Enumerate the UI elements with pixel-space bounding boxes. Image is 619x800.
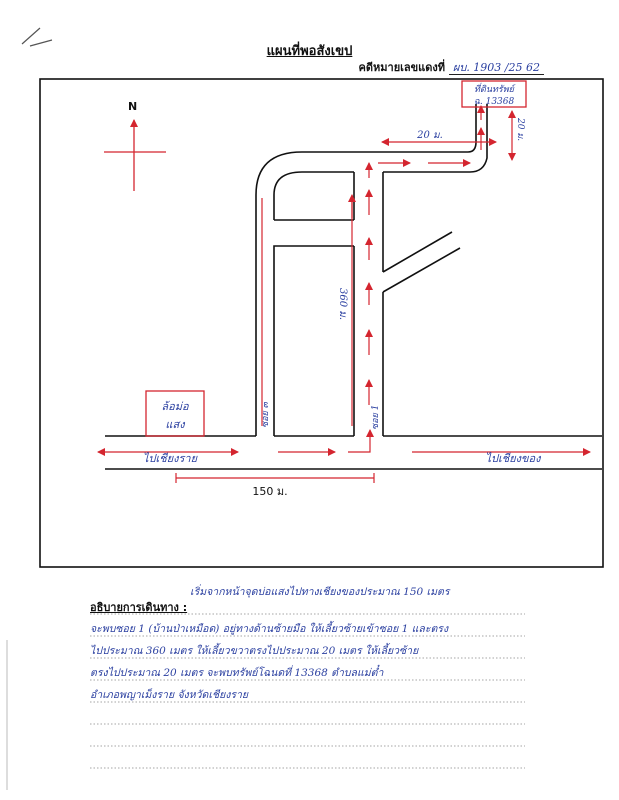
case-label: คดีหมายเลขแดงที่ <box>358 61 446 74</box>
distance-20v-label: 20 ม. <box>515 117 525 141</box>
description-line-1: เริ่มจากหน้าจุดบ่อแสงไปทางเชียงของประมาณ… <box>190 586 450 598</box>
case-number-line: คดีหมายเลขแดงที่ ผบ. 1903 /25 62 <box>359 58 544 76</box>
north-arrow <box>104 119 166 191</box>
description-label: อธิบายการเดินทาง : <box>90 601 188 614</box>
target-parcel-box <box>461 80 527 108</box>
road-right-label: ไปเชียงของ <box>485 452 542 465</box>
distance-360-label: 360 ม. <box>337 288 348 320</box>
map-frame <box>39 78 604 568</box>
description-line-5: อำเภอพญาเม็งราย จังหวัดเชียงราย <box>90 689 249 701</box>
description-rules <box>90 613 525 769</box>
target-parcel-line2: ฉ. 13368 <box>474 97 515 107</box>
dimension-ticks <box>175 473 375 483</box>
page-title: แผนที่พอสังเขป <box>266 44 353 59</box>
landmark-box <box>145 390 205 437</box>
route-arrows <box>97 105 591 479</box>
soi-3-road <box>255 151 354 436</box>
case-number: ผบ. 1903 /25 62 <box>448 61 544 75</box>
road-left-label: ไปเชียงราย <box>143 452 199 465</box>
description-line-3: ไปประมาณ 360 เมตร ให้เลี้ยวขวาตรงไปประมา… <box>90 645 419 657</box>
soi-3-label: ซอย ๓ <box>261 401 271 428</box>
description-line-2: จะพบซอย 1 (บ้านป่าเหมือด) อยู่ทางด้านซ้า… <box>90 623 449 635</box>
soi-1-road <box>353 104 488 436</box>
target-parcel-line1: ที่ดินทรัพย์ <box>474 82 516 95</box>
landmark-line2: แสง <box>165 418 186 431</box>
corner-scribble <box>21 27 53 47</box>
landmark-line1: ล้อม่อ <box>161 400 189 413</box>
north-label: N <box>128 100 137 113</box>
soi-1-label: ซอย 1 <box>371 405 381 430</box>
distance-20h-label: 20 ม. <box>416 130 443 141</box>
description-line-4: ตรงไปประมาณ 20 เมตร จะพบทรัพย์โฉนดที่ 13… <box>90 667 384 679</box>
distance-150-label: 150 ม. <box>252 485 287 498</box>
